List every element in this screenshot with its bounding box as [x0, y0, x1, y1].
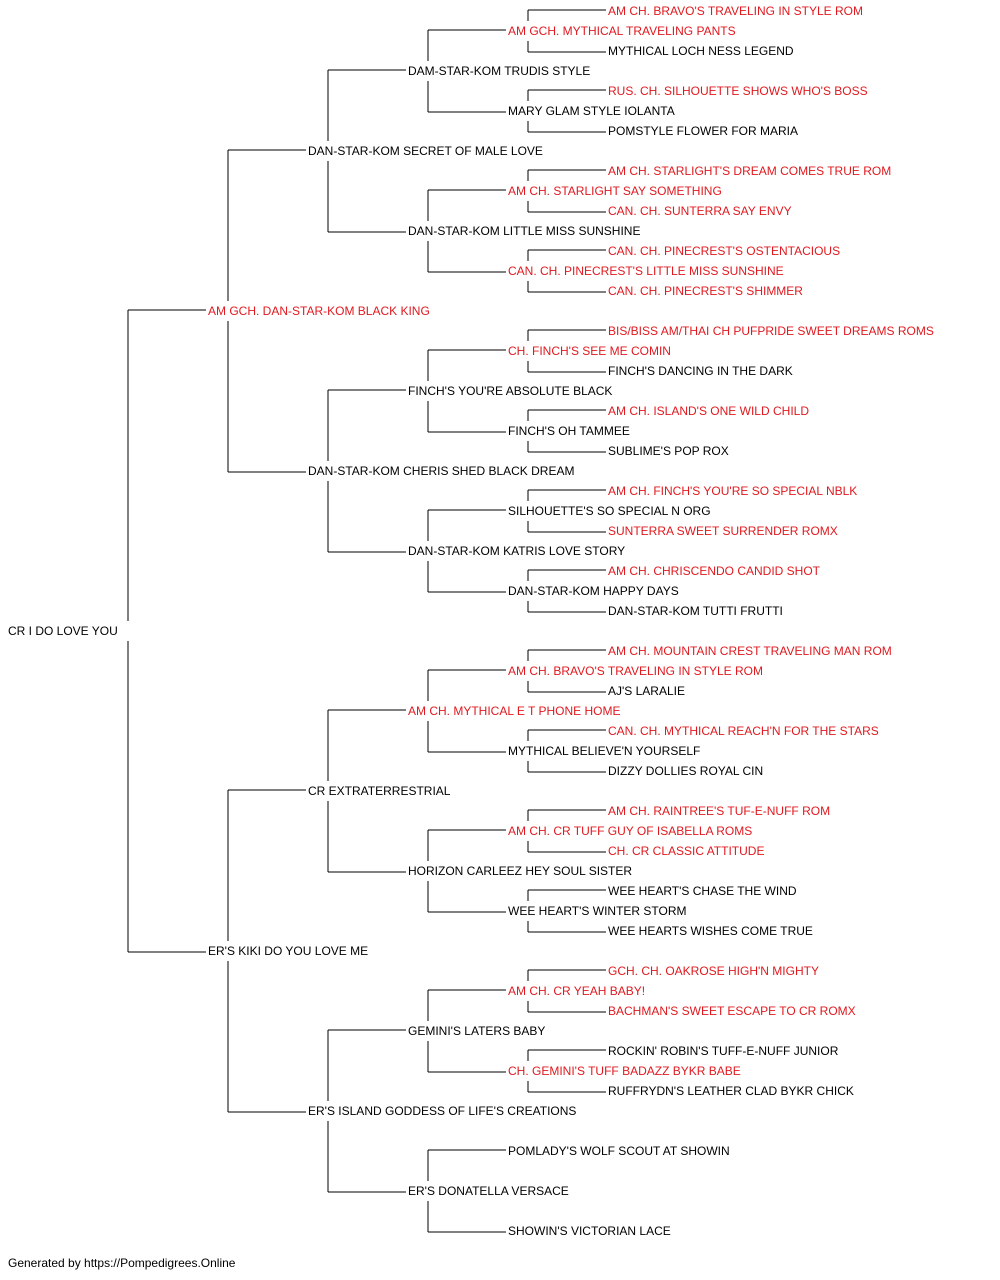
sire-name: AM CH. MYTHICAL E T PHONE HOME — [408, 704, 621, 718]
dam-name: WEE HEARTS WISHES COME TRUE — [608, 924, 813, 938]
dam-name: DAN-STAR-KOM HAPPY DAYS — [508, 584, 679, 598]
dam-name: MARY GLAM STYLE IOLANTA — [508, 104, 675, 118]
dam-name: FINCH'S DANCING IN THE DARK — [608, 364, 793, 378]
sire-name: CR EXTRATERRESTRIAL — [308, 784, 451, 798]
sire-name: AM GCH. MYTHICAL TRAVELING PANTS — [508, 24, 736, 38]
dam-name: DIZZY DOLLIES ROYAL CIN — [608, 764, 764, 778]
sire-name: GEMINI'S LATERS BABY — [408, 1024, 546, 1038]
sire-name: AM CH. BRAVO'S TRAVELING IN STYLE ROM — [508, 664, 764, 678]
dam-name: DAN-STAR-KOM TUTTI FRUTTI — [608, 604, 783, 618]
sire-name: DAM-STAR-KOM TRUDIS STYLE — [408, 64, 591, 78]
sire-name: FINCH'S YOU'RE ABSOLUTE BLACK — [408, 384, 613, 398]
sire-name: AM GCH. DAN-STAR-KOM BLACK KING — [208, 304, 430, 318]
dam-name: BACHMAN'S SWEET ESCAPE TO CR ROMX — [608, 1004, 856, 1018]
sire-name: ROCKIN' ROBIN'S TUFF-E-NUFF JUNIOR — [608, 1044, 839, 1058]
sire-name: BIS/BISS AM/THAI CH PUFPRIDE SWEET DREAM… — [608, 324, 934, 338]
sire-name: AM CH. FINCH'S YOU'RE SO SPECIAL NBLK — [608, 484, 858, 498]
dam-name: CH. GEMINI'S TUFF BADAZZ BYKR BABE — [508, 1064, 741, 1078]
dam-name: CAN. CH. PINECREST'S SHIMMER — [608, 284, 803, 298]
dam-name: CH. CR CLASSIC ATTITUDE — [608, 844, 765, 858]
sire-name: AM CH. STARLIGHT SAY SOMETHING — [508, 184, 722, 198]
dam-name: AJ'S LARALIE — [608, 684, 685, 698]
sire-name: AM CH. CR TUFF GUY OF ISABELLA ROMS — [508, 824, 753, 838]
dam-name: CAN. CH. SUNTERRA SAY ENVY — [608, 204, 792, 218]
dam-name: DAN-STAR-KOM CHERIS SHED BLACK DREAM — [308, 464, 575, 478]
sire-name: AM CH. STARLIGHT'S DREAM COMES TRUE ROM — [608, 164, 892, 178]
dam-name: WEE HEART'S WINTER STORM — [508, 904, 687, 918]
sire-name: DAN-STAR-KOM SECRET OF MALE LOVE — [308, 144, 543, 158]
sire-name: SILHOUETTE'S SO SPECIAL N ORG — [508, 504, 711, 518]
dam-name: ER'S KIKI DO YOU LOVE ME — [208, 944, 369, 958]
dam-name: SUNTERRA SWEET SURRENDER ROMX — [608, 524, 838, 538]
dam-name: DAN-STAR-KOM LITTLE MISS SUNSHINE — [408, 224, 641, 238]
sire-name: GCH. CH. OAKROSE HIGH'N MIGHTY — [608, 964, 819, 978]
dam-name: ER'S ISLAND GODDESS OF LIFE'S CREATIONS — [308, 1104, 577, 1118]
dam-name: RUFFRYDN'S LEATHER CLAD BYKR CHICK — [608, 1084, 854, 1098]
sire-name: WEE HEART'S CHASE THE WIND — [608, 884, 797, 898]
sire-name: CH. FINCH'S SEE ME COMIN — [508, 344, 671, 358]
dam-name: HORIZON CARLEEZ HEY SOUL SISTER — [408, 864, 633, 878]
sire-name: POMLADY'S WOLF SCOUT AT SHOWIN — [508, 1144, 730, 1158]
sire-name: AM CH. CHRISCENDO CANDID SHOT — [608, 564, 821, 578]
sire-name: CAN. CH. MYTHICAL REACH'N FOR THE STARS — [608, 724, 879, 738]
dam-name: FINCH'S OH TAMMEE — [508, 424, 630, 438]
dam-name: MYTHICAL BELIEVE'N YOURSELF — [508, 744, 701, 758]
footer-credit: Generated by https://Pompedigrees.Online — [8, 1256, 236, 1270]
sire-name: AM CH. ISLAND'S ONE WILD CHILD — [608, 404, 809, 418]
sire-name: RUS. CH. SILHOUETTE SHOWS WHO'S BOSS — [608, 84, 868, 98]
sire-name: AM CH. BRAVO'S TRAVELING IN STYLE ROM — [608, 4, 864, 18]
dam-name: ER'S DONATELLA VERSACE — [408, 1184, 569, 1198]
sire-name: AM CH. CR YEAH BABY! — [508, 984, 646, 998]
subject-name: CR I DO LOVE YOU — [8, 624, 118, 638]
sire-name: CAN. CH. PINECREST'S OSTENTACIOUS — [608, 244, 841, 258]
dam-name: MYTHICAL LOCH NESS LEGEND — [608, 44, 794, 58]
sire-name: AM CH. RAINTREE'S TUF-E-NUFF ROM — [608, 804, 831, 818]
dam-name: SUBLIME'S POP ROX — [608, 444, 729, 458]
dam-name: SHOWIN'S VICTORIAN LACE — [508, 1224, 671, 1238]
dam-name: CAN. CH. PINECREST'S LITTLE MISS SUNSHIN… — [508, 264, 784, 278]
sire-name: AM CH. MOUNTAIN CREST TRAVELING MAN ROM — [608, 644, 892, 658]
dam-name: POMSTYLE FLOWER FOR MARIA — [608, 124, 799, 138]
dam-name: DAN-STAR-KOM KATRIS LOVE STORY — [408, 544, 626, 558]
